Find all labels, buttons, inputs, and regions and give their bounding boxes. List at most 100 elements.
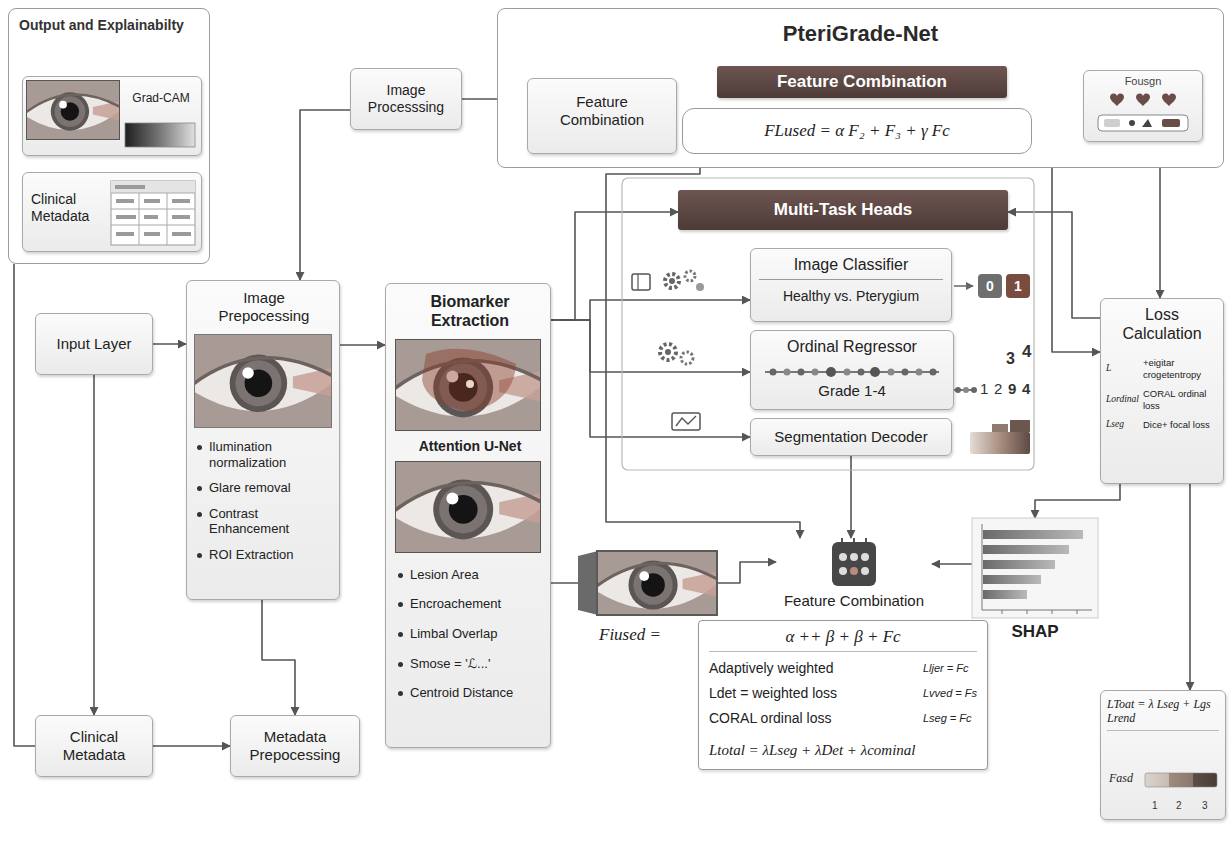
drawn-dot [660,344,676,360]
drawn-rect [111,181,195,193]
picture-copy [1136,93,1150,106]
formula-box: FLused = α F₂ + F₃ + γ Fc [682,108,1032,154]
connector-arrow [14,264,35,746]
node-title: Fiused = [599,625,661,645]
drawn-dot [850,567,858,575]
drawn-rect [26,80,120,140]
drawn-rect [1104,119,1120,127]
drawn-rect [983,590,1027,599]
connector-arrow [340,344,385,346]
process-box: Metadata Prepocessing [230,715,360,777]
drawn-dot [1129,120,1135,126]
drawn-dot [858,369,865,376]
picture-copy [188,335,338,427]
drawn-dot [844,369,851,376]
process-box: Image PrepocessingIlumination normalizat… [186,280,340,600]
node-title: Image Processsing [355,82,457,116]
connector-arrow [1189,484,1191,690]
node-text: +eigitar crogetentropy [1143,357,1218,380]
model-panel: PteriGrade-NetFeature Combination Feature… [497,8,1224,168]
node-text: CORAL ordinal loss [709,710,913,727]
drawn-line [111,193,195,194]
drawn-dot [930,369,937,376]
drawn-dot [850,553,858,561]
drawn-line [139,193,140,245]
class-square [1006,274,1030,298]
connector-arrow [551,320,750,437]
bullet-item: Ilumination normalization [197,439,331,470]
region-outline [622,178,1034,470]
drawn-dot [955,387,961,393]
drawn-rect [992,424,1008,432]
node-title: Image Classifier [759,255,943,280]
node-text: Ltotal = λLseg + λDet + λcominal [709,741,977,759]
drawn-rect [983,560,1055,569]
drawn-dot [861,567,869,575]
callout-number: 1 [980,380,988,397]
callout-number: 1 [1152,800,1158,811]
drawn-rect [144,199,160,203]
drawn-dot [916,369,923,376]
connector-arrow [1008,212,1100,318]
drawn-rect [144,215,158,219]
node-text: Glare removal [209,480,291,496]
bullet-dot [398,662,403,667]
bullet-item: Encroachement [398,596,542,612]
drawn-rect [1010,420,1030,432]
node-title: Fousgn [1088,75,1198,88]
picture-copy [390,337,546,433]
process-box: Input Layer [35,313,153,375]
drawn-rect [125,123,195,147]
drawn-line [111,225,195,226]
bullet-dot [197,553,202,558]
drawn-line [841,538,843,544]
drawn-path [676,416,696,426]
drawn-rect [395,339,541,431]
node-title: PteriGrade-Net [498,21,1223,47]
node-title: Clinical Metadata [31,191,109,225]
segmentation-pictures [386,284,550,749]
drawn-path [1142,119,1152,127]
node-title: Segmentation Decoder [774,428,927,446]
drawn-rect [1145,773,1217,787]
drawn-dot [812,369,819,376]
drawn-dot [839,553,847,561]
head-box: Image ClassifierHealthy vs. Pterygium [750,248,952,322]
node-text: Fasd [1109,771,1133,785]
connector-arrow [262,600,295,715]
node-text: Dice+ focal loss [1143,419,1218,430]
drawn-dot [826,367,836,377]
node-text: Encroachement [410,596,501,612]
process-box: Image Processsing [350,68,462,130]
drawn-path [422,349,516,412]
node-title: Feature Combination [776,592,932,610]
picture-copy [1110,93,1124,106]
drawn-rect [194,334,332,428]
connector-arrow [1035,484,1120,518]
ordinal-beads [954,387,977,393]
node-text: Smose = 'ℒ...' [410,656,490,672]
process-box: Biomarker ExtractionAttention U-NetLesio… [385,283,551,748]
callout-number: 0 [978,274,1002,298]
node-title: Grad-CAM [125,91,197,105]
shap-node: SHAP [972,518,1098,648]
output-arrow [954,285,973,287]
drawn-rect [395,461,541,553]
segmentation-output [970,420,1030,454]
bullet-item: Smose = 'ℒ...' [398,656,542,672]
node-text: Ldet = weighted loss [709,685,913,702]
node-title: Feature Combination [777,72,947,92]
drawn-rect [1098,115,1188,131]
picture-copy [593,544,721,623]
drawn-line [637,274,638,290]
bullet-item: ROI Extraction [197,547,331,563]
process-box: Feature Combination [527,78,677,154]
bullet-dot [398,691,403,696]
node-text: ROI Extraction [209,547,294,563]
node-text: Lseg [1106,419,1139,430]
drawn-path [578,551,598,615]
enhanced-eye-picture [578,544,721,623]
drawn-line [1027,610,1028,614]
